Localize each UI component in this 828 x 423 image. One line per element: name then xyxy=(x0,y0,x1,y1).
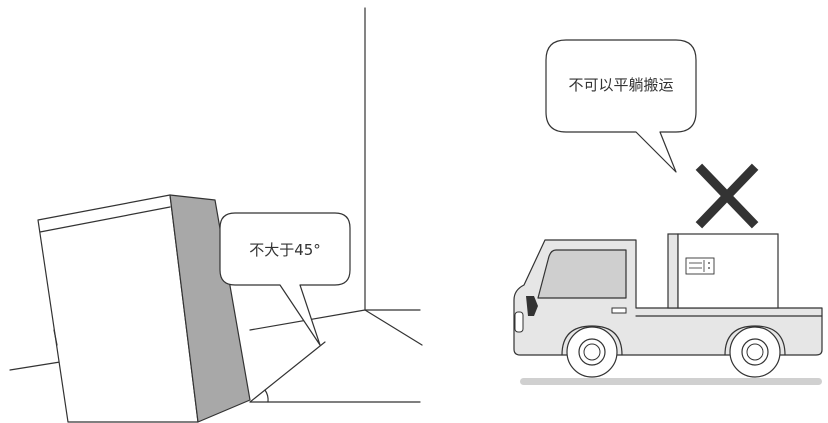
road xyxy=(520,378,822,385)
warning-label: 不可以平躺搬运 xyxy=(568,76,673,94)
cabinet-side-face xyxy=(169,194,251,423)
tilt-label: 不大于45° xyxy=(249,241,321,259)
truck-mirror xyxy=(526,296,538,316)
room-corner xyxy=(9,7,423,371)
tilt-bubble-shape xyxy=(219,212,351,346)
truck-window xyxy=(537,249,627,299)
box-control-panel-icon xyxy=(685,257,715,275)
lying-cabinet-box xyxy=(667,233,779,309)
warning-bubble: 不可以平躺搬运 xyxy=(545,39,697,173)
cross-icon xyxy=(695,163,759,229)
truck-headlight xyxy=(514,311,524,333)
box-side-strip xyxy=(667,233,679,309)
front-wheel xyxy=(566,326,618,378)
tilt-angle-marker xyxy=(249,341,421,403)
rear-wheel xyxy=(729,326,781,378)
tilt-label-bubble: 不大于45° xyxy=(219,212,351,346)
tilted-cabinet xyxy=(37,194,251,423)
warning-bubble-shape xyxy=(545,39,697,173)
truck xyxy=(513,239,823,356)
truck-door-handle xyxy=(611,307,627,314)
